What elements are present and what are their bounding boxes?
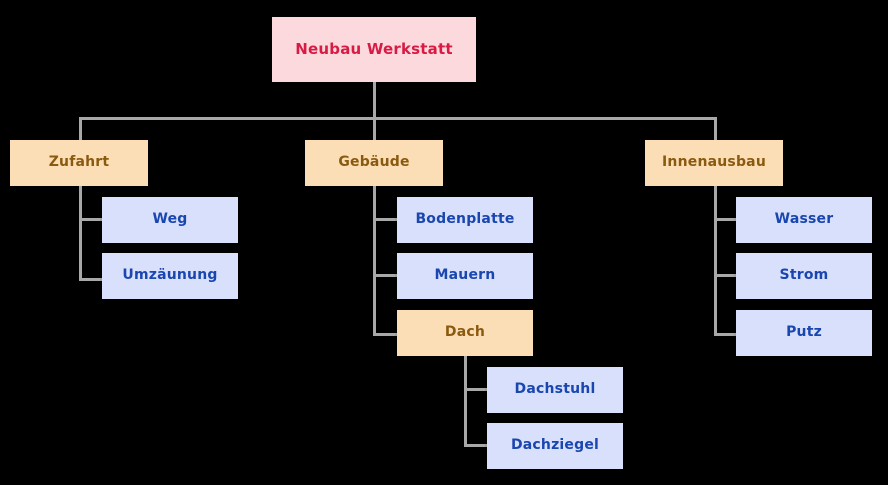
- node-label: Neubau Werkstatt: [295, 40, 453, 59]
- connector-root-stem: [373, 82, 376, 119]
- connector-innenausbau-strom: [714, 274, 736, 277]
- node-label: Dachstuhl: [514, 381, 596, 398]
- node-strom[interactable]: Strom: [736, 253, 872, 299]
- node-label: Umzäunung: [122, 267, 218, 284]
- connector-drop-zufahrt: [79, 117, 82, 142]
- node-putz[interactable]: Putz: [736, 310, 872, 356]
- connector-innenausbau-putz: [714, 333, 736, 336]
- connector-zufahrt-spine: [79, 184, 82, 281]
- node-label: Weg: [152, 211, 188, 228]
- node-label: Dach: [444, 324, 486, 341]
- connector-level1-bus: [79, 117, 717, 120]
- node-label: Wasser: [774, 211, 834, 228]
- node-dachstuhl[interactable]: Dachstuhl: [487, 367, 623, 413]
- node-umzaeunung[interactable]: Umzäunung: [102, 253, 238, 299]
- connector-drop-gebaeude: [373, 117, 376, 142]
- connector-gebaeude-spine: [373, 184, 376, 336]
- node-label: Bodenplatte: [415, 211, 515, 228]
- connector-zufahrt-weg: [79, 218, 102, 221]
- node-label: Putz: [786, 324, 822, 341]
- connector-dach-spine: [464, 354, 467, 446]
- node-label: Zufahrt: [48, 154, 110, 171]
- connector-zufahrt-umzaeunung: [79, 278, 102, 281]
- connector-dach-dachziegel: [464, 444, 487, 447]
- node-label: Mauern: [434, 267, 496, 284]
- connector-innenausbau-wasser: [714, 218, 736, 221]
- node-zufahrt[interactable]: Zufahrt: [10, 140, 148, 186]
- node-dachziegel[interactable]: Dachziegel: [487, 423, 623, 469]
- connector-gebaeude-dach: [373, 333, 397, 336]
- node-dach[interactable]: Dach: [397, 310, 533, 356]
- node-innenausbau[interactable]: Innenausbau: [645, 140, 783, 186]
- node-weg[interactable]: Weg: [102, 197, 238, 243]
- connector-drop-innenausbau: [714, 117, 717, 142]
- node-gebaeude[interactable]: Gebäude: [305, 140, 443, 186]
- node-bodenplatte[interactable]: Bodenplatte: [397, 197, 533, 243]
- connector-dach-dachstuhl: [464, 388, 487, 391]
- connector-innenausbau-spine: [714, 184, 717, 336]
- node-label: Strom: [779, 267, 829, 284]
- connector-gebaeude-mauern: [373, 274, 397, 277]
- node-label: Dachziegel: [510, 437, 600, 454]
- node-label: Innenausbau: [662, 154, 766, 171]
- node-wasser[interactable]: Wasser: [736, 197, 872, 243]
- connector-gebaeude-bodenplatte: [373, 218, 397, 221]
- node-mauern[interactable]: Mauern: [397, 253, 533, 299]
- node-label: Gebäude: [338, 154, 410, 171]
- node-neubau-werkstatt[interactable]: Neubau Werkstatt: [272, 17, 476, 82]
